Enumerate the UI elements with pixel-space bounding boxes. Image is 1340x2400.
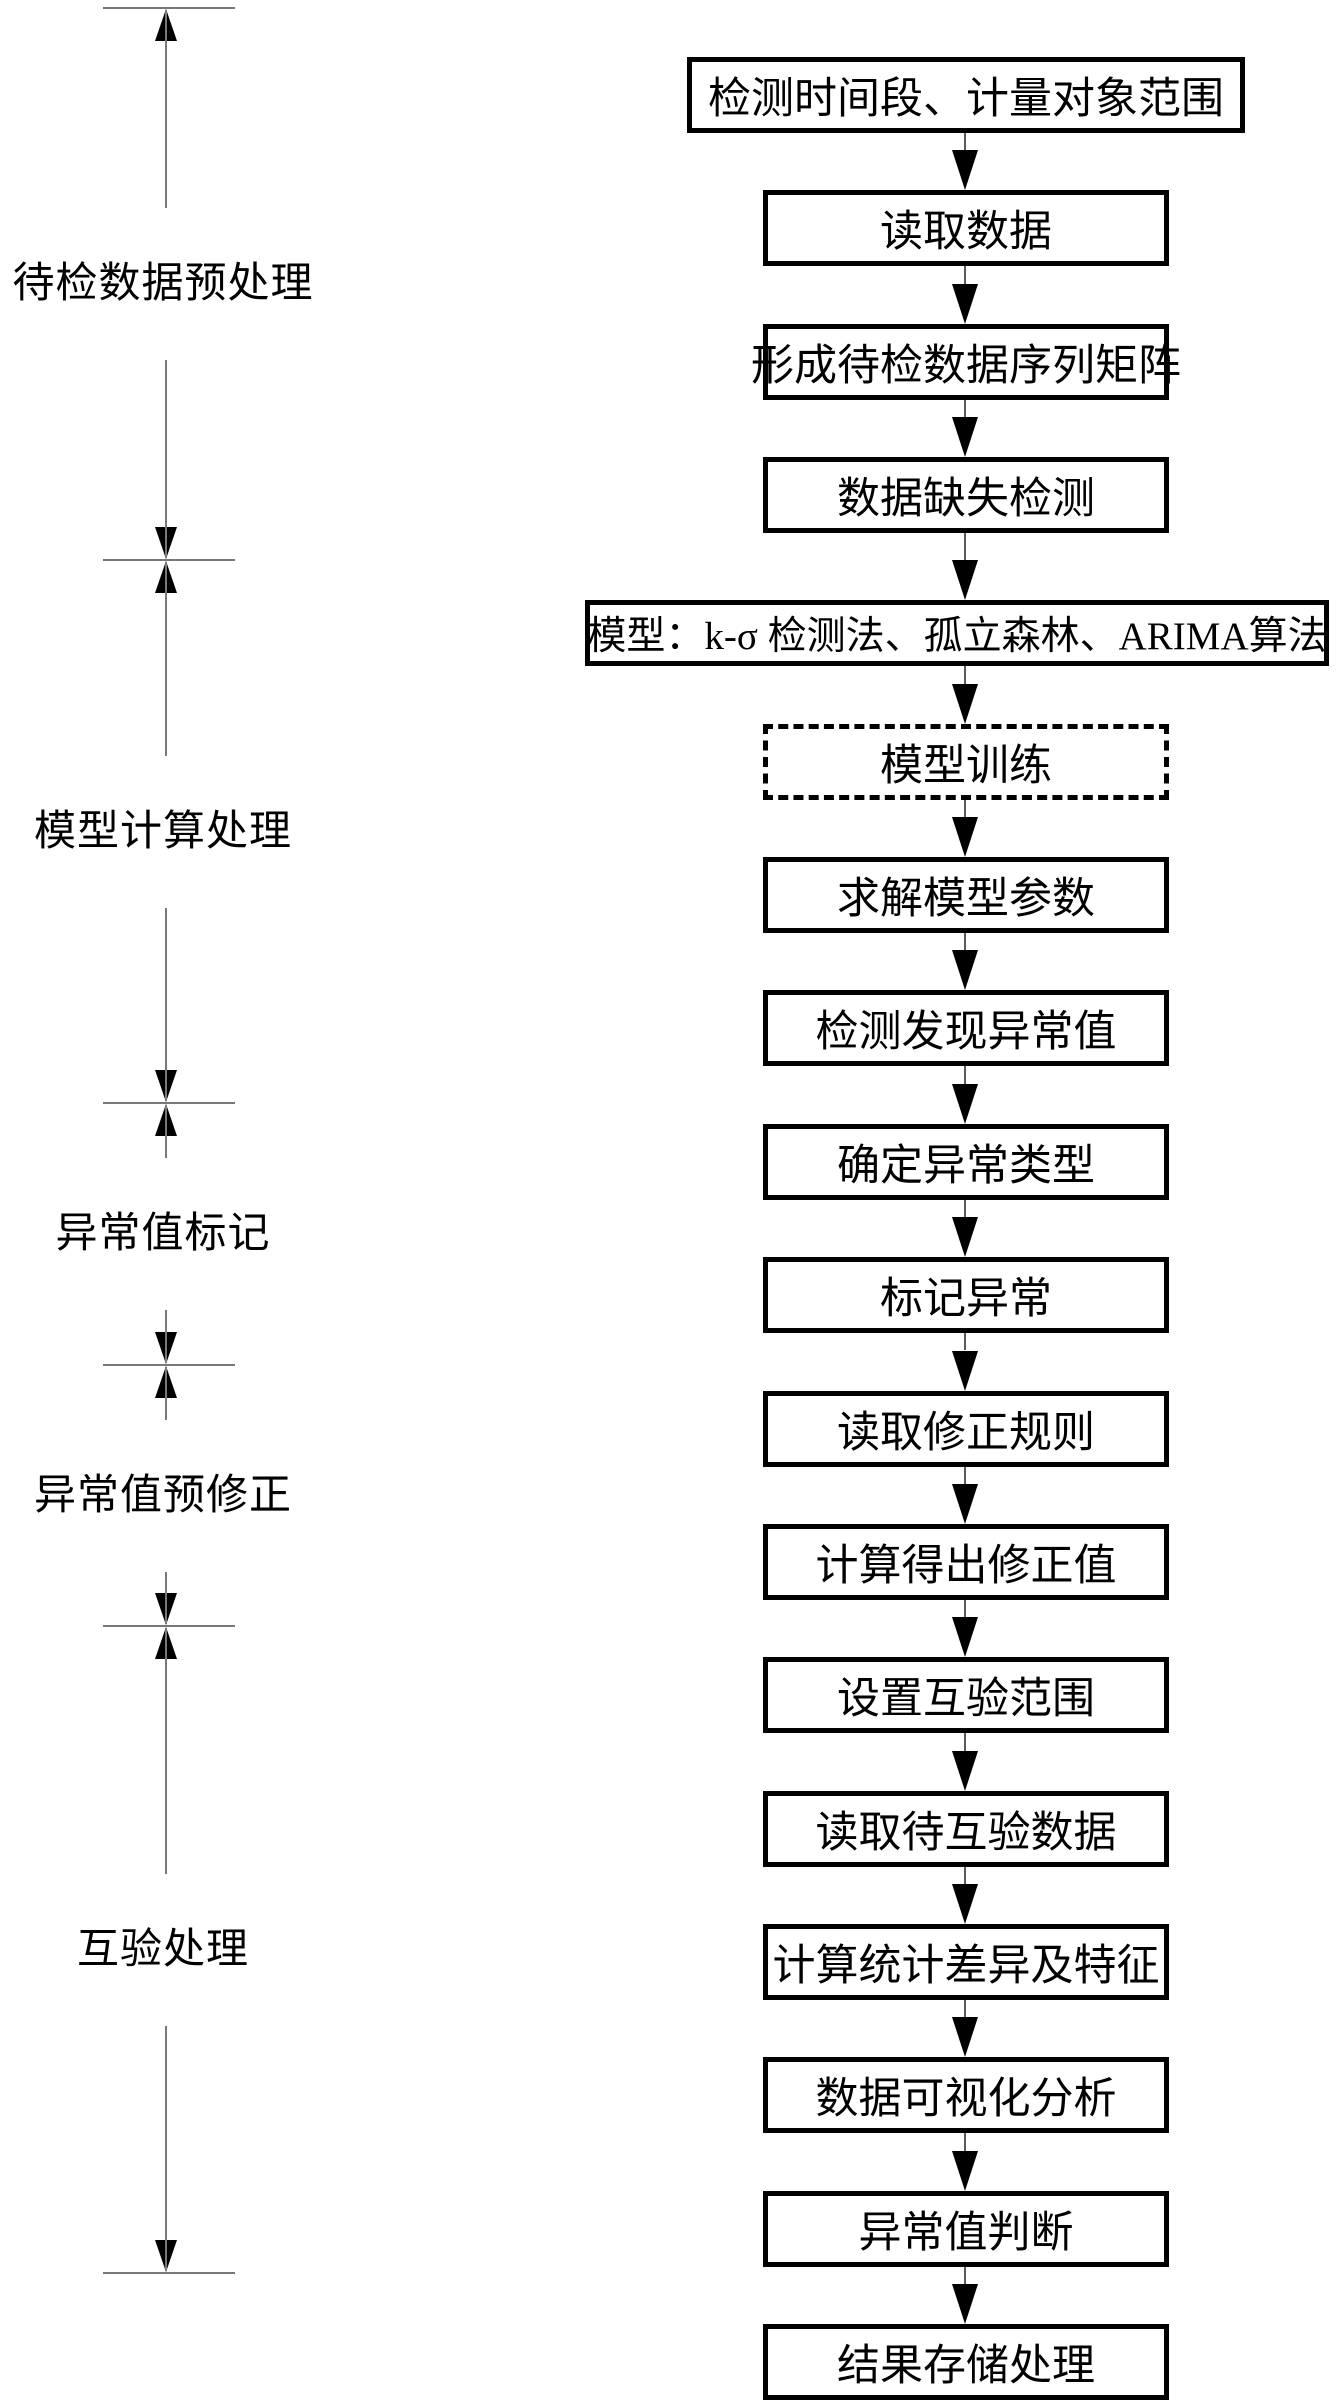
flow-box: 异常值判断 — [763, 2190, 1169, 2267]
flow-box-label: 读取修正规则 — [837, 1409, 1095, 1457]
connector-line — [964, 1999, 966, 2018]
dimension-line-lower — [165, 1310, 167, 1363]
connector-line — [964, 2266, 966, 2284]
flow-box: 计算得出修正值 — [763, 1523, 1169, 1600]
dimension-tick — [103, 559, 235, 561]
connector-arrowhead-icon — [952, 2283, 978, 2324]
connector-line — [964, 1066, 966, 1084]
connector-arrowhead-icon — [952, 950, 978, 991]
flow-box: 形成待检数据序列矩阵 — [751, 323, 1181, 400]
dimension-tick — [103, 1102, 235, 1104]
connector-arrowhead-icon — [952, 283, 978, 324]
dimension-line-lower — [165, 907, 167, 1101]
connector-arrowhead-icon — [952, 2017, 978, 2058]
flow-box: 检测时间段、计量对象范围 — [687, 57, 1245, 133]
dimension-line-upper — [165, 1367, 167, 1420]
dimension-line-upper — [165, 10, 167, 208]
dimension-line-upper — [165, 1105, 167, 1158]
flow-box: 求解模型参数 — [763, 857, 1169, 934]
connector-line — [964, 266, 966, 284]
flow-box-label: 检测时间段、计量对象范围 — [708, 76, 1224, 123]
dimension-line-lower — [165, 360, 167, 558]
flow-box-label: 标记异常 — [880, 1276, 1052, 1324]
flow-box: 模型：k-σ 检测法、孤立森林、ARIMA算法 — [585, 600, 1329, 667]
connector-line — [964, 133, 966, 151]
flow-box: 确定异常类型 — [763, 1123, 1169, 1200]
flow-box-label: 求解模型参数 — [837, 876, 1095, 924]
connector-arrowhead-icon — [952, 683, 978, 724]
flow-box-label: 计算得出修正值 — [815, 1542, 1117, 1590]
connector-line — [964, 2133, 966, 2151]
connector-line — [964, 799, 966, 818]
connector-line — [964, 1599, 966, 1618]
dimension-label: 模型计算处理 — [29, 805, 297, 858]
dimension-label: 互验处理 — [72, 1923, 254, 1976]
flow-box: 读取待互验数据 — [763, 1790, 1169, 1867]
connector-line — [964, 1466, 966, 1484]
connector-arrowhead-icon — [952, 560, 978, 601]
flow-box: 设置互验范围 — [763, 1657, 1169, 1734]
dimension-line-lower — [165, 2025, 167, 2271]
flow-box: 读取数据 — [763, 190, 1169, 267]
connector-arrowhead-icon — [952, 1750, 978, 1791]
connector-arrowhead-icon — [952, 1483, 978, 1524]
connector-line — [964, 1199, 966, 1218]
connector-arrowhead-icon — [952, 150, 978, 191]
flow-box-label: 检测发现异常值 — [815, 1009, 1117, 1057]
flow-box: 检测发现异常值 — [763, 990, 1169, 1067]
dimension-label: 待检数据预处理 — [8, 258, 318, 310]
flow-box-label: 读取数据 — [880, 209, 1052, 257]
dimension-line-lower — [165, 1571, 167, 1624]
connector-line — [964, 533, 966, 561]
flow-box: 标记异常 — [763, 1257, 1169, 1334]
flow-box-label: 数据缺失检测 — [837, 476, 1095, 524]
connector-line — [964, 666, 966, 684]
flow-box: 数据缺失检测 — [763, 457, 1169, 534]
flow-box-label: 确定异常类型 — [837, 1142, 1095, 1190]
flow-box: 读取修正规则 — [763, 1390, 1169, 1467]
dimension-label: 异常值标记 — [51, 1208, 275, 1260]
flow-box-label: 设置互验范围 — [837, 1676, 1095, 1724]
dimension-line-upper — [165, 1628, 167, 1874]
connector-line — [964, 1733, 966, 1751]
dimension-tick — [103, 2272, 235, 2274]
flow-box-label: 结果存储处理 — [837, 2342, 1095, 2390]
flow-box: 模型训练 — [763, 723, 1169, 800]
connector-arrowhead-icon — [952, 1883, 978, 1924]
dimension-line-upper — [165, 562, 167, 756]
connector-arrowhead-icon — [952, 417, 978, 458]
connector-arrowhead-icon — [952, 1083, 978, 1124]
flow-box-label: 模型：k-σ 检测法、孤立森林、ARIMA算法 — [587, 615, 1327, 659]
flow-box-label: 数据可视化分析 — [815, 2076, 1117, 2124]
flow-box-label: 计算统计差异及特征 — [772, 1942, 1160, 1990]
connector-arrowhead-icon — [952, 2150, 978, 2191]
dimension-tick — [103, 1364, 235, 1366]
flow-box: 数据可视化分析 — [763, 2057, 1169, 2134]
connector-line — [964, 1866, 966, 1884]
connector-arrowhead-icon — [952, 817, 978, 858]
connector-line — [964, 933, 966, 951]
flow-box-label: 模型训练 — [880, 742, 1052, 790]
flow-box-label: 异常值判断 — [858, 2209, 1074, 2257]
flow-box-label: 形成待检数据序列矩阵 — [751, 342, 1181, 390]
connector-arrowhead-icon — [952, 1350, 978, 1391]
connector-arrowhead-icon — [952, 1217, 978, 1258]
dimension-tick — [103, 1625, 235, 1627]
flow-box-label: 读取待互验数据 — [815, 1809, 1117, 1857]
flow-box: 结果存储处理 — [763, 2323, 1169, 2400]
dimension-label: 异常值预修正 — [29, 1469, 297, 1522]
connector-line — [964, 1333, 966, 1351]
connector-arrowhead-icon — [952, 1617, 978, 1658]
connector-line — [964, 399, 966, 418]
dimension-tick — [103, 7, 235, 9]
flow-box: 计算统计差异及特征 — [763, 1923, 1169, 2000]
